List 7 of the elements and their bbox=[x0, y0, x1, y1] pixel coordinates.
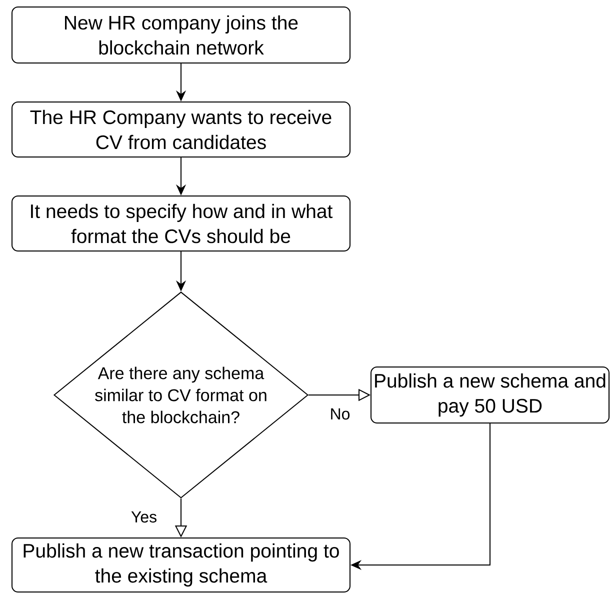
process-box: It needs to specify how and in what format the CVs should be bbox=[12, 196, 350, 252]
process-box: New HR company joins the blockchain network bbox=[12, 6, 350, 64]
process-box: The HR Company wants to receive CV from candidates bbox=[12, 102, 350, 158]
process-box: Publish a new schema and pay 50 USD bbox=[370, 366, 610, 424]
process-box: Publish a new transaction pointing to the existing schema bbox=[12, 538, 350, 592]
edge-label: Yes bbox=[130, 510, 158, 524]
edge-label: No bbox=[328, 407, 352, 421]
